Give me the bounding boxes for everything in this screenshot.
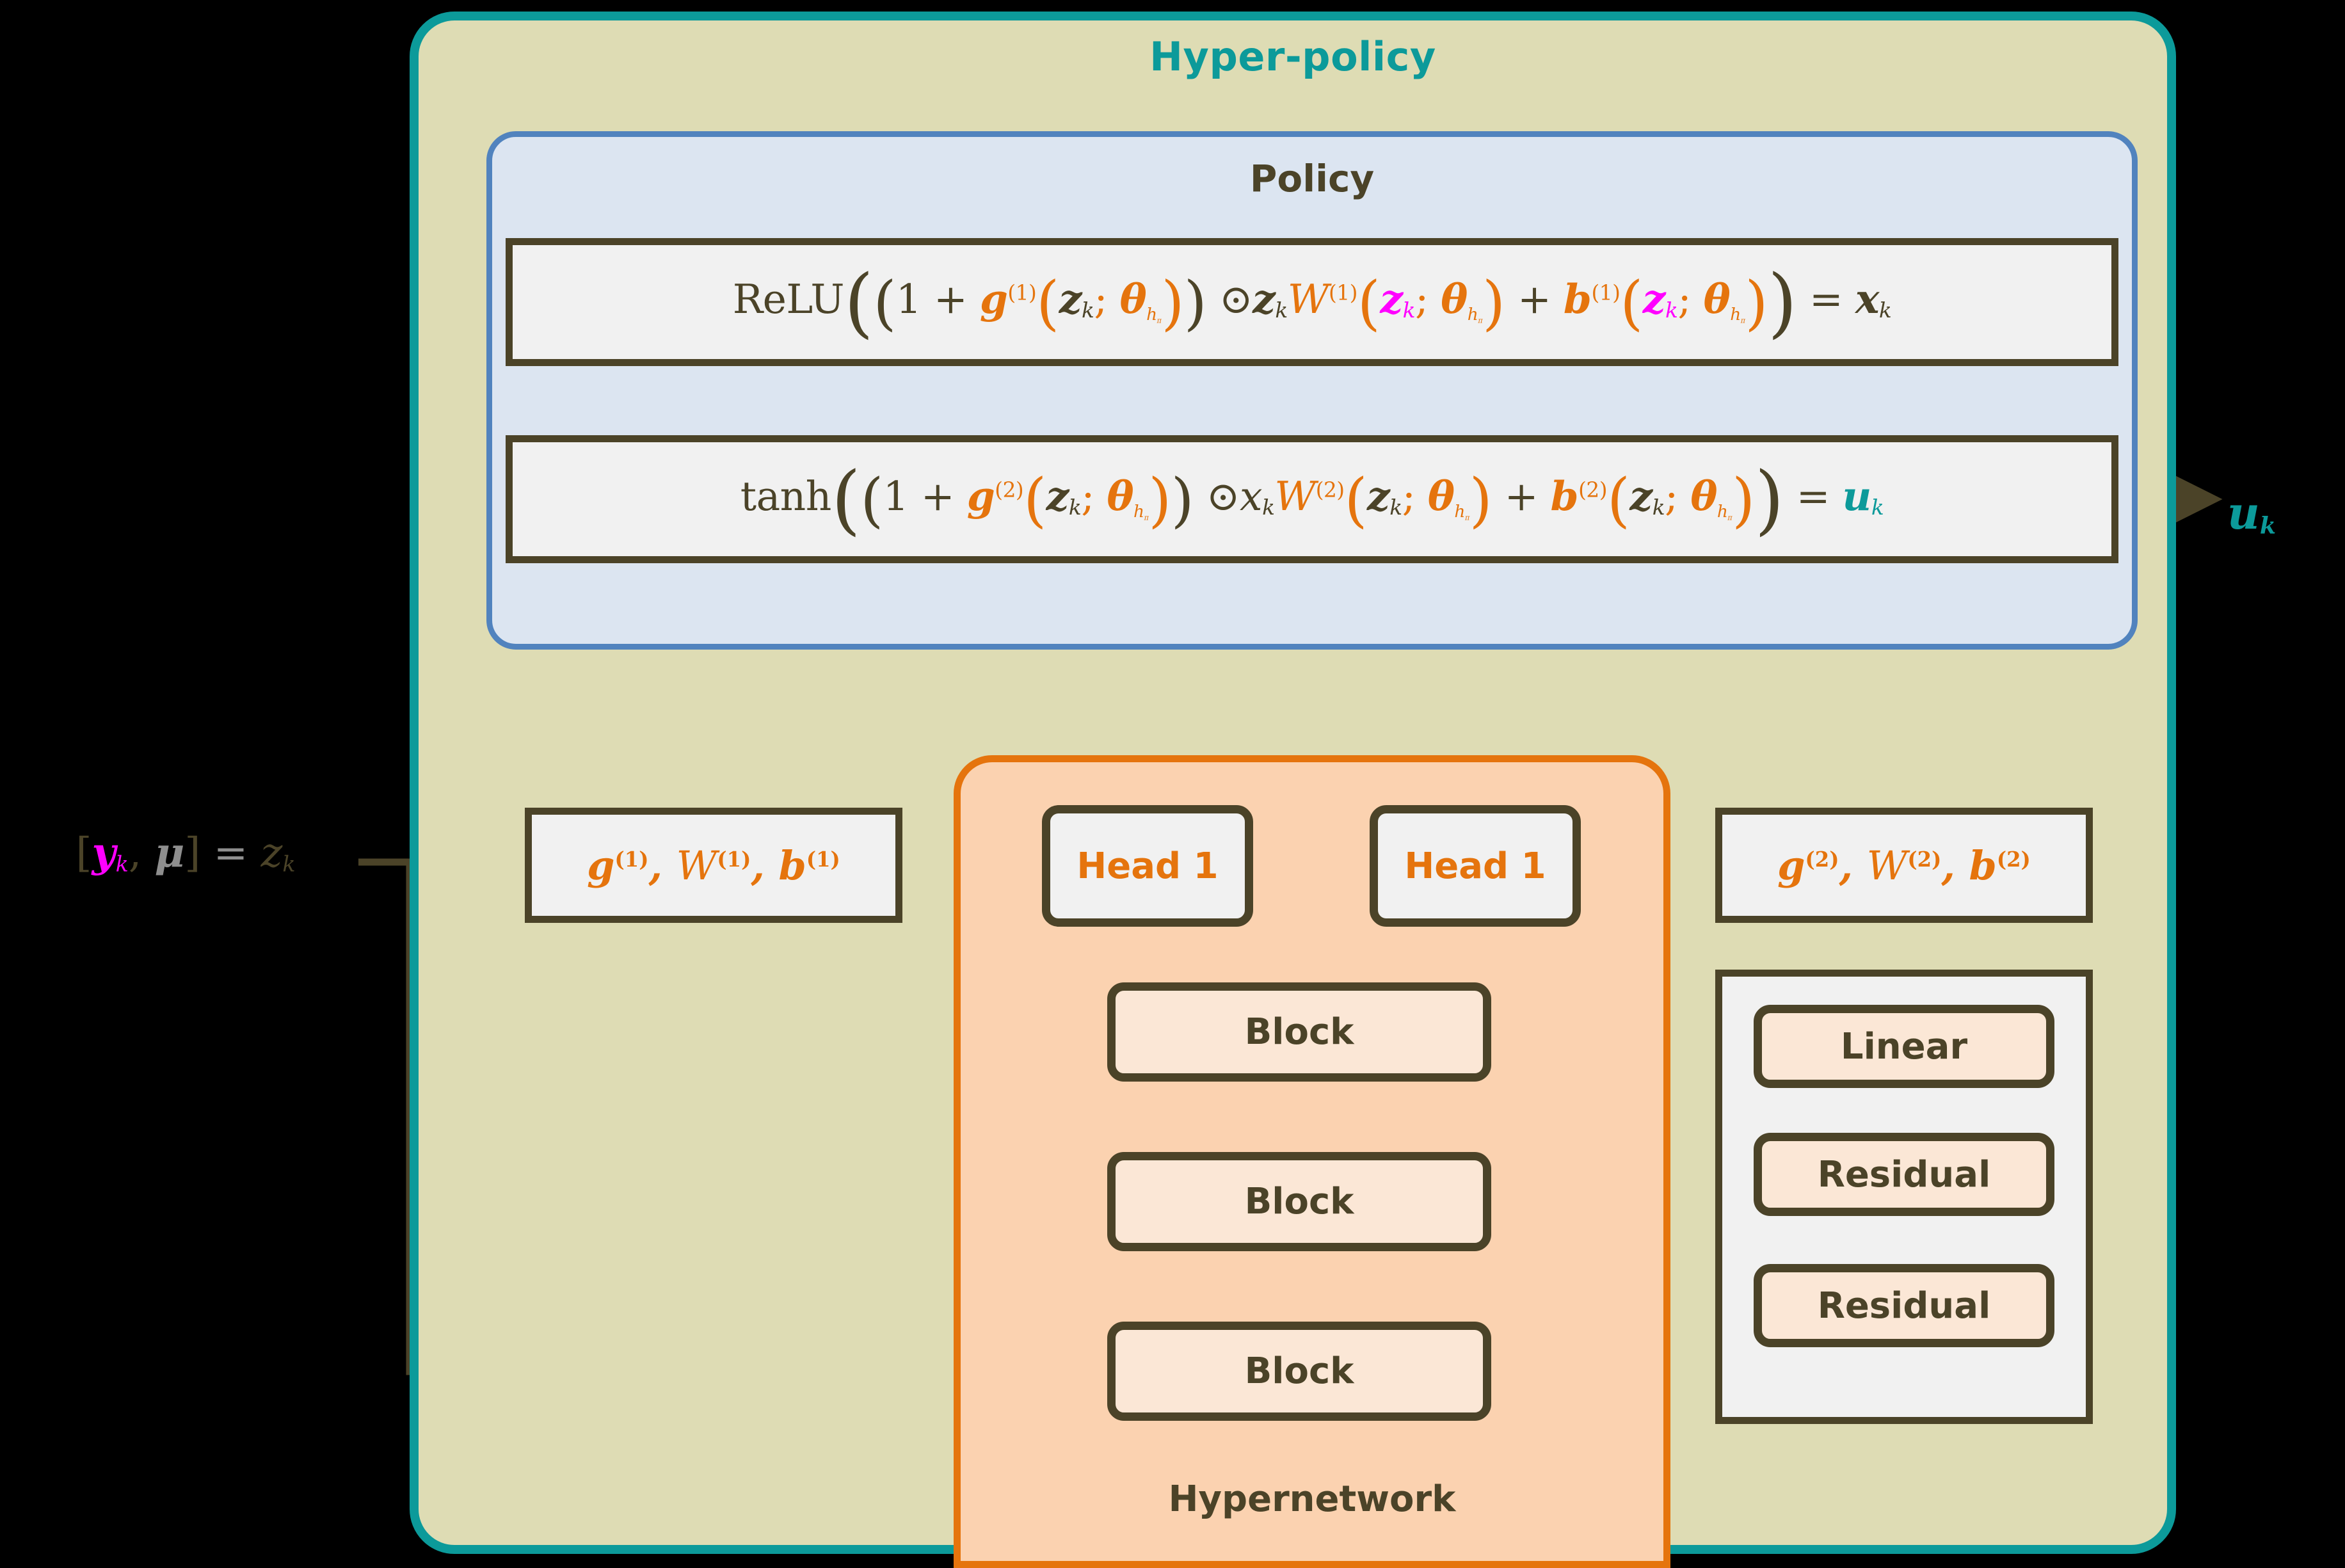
hypernetwork-block-2[interactable]: Block (1107, 1152, 1491, 1251)
hypernetwork-head-2[interactable]: Head 1 (1370, 805, 1581, 927)
policy-equation-layer-2-text: tanh((1 + g(2)(zk; θhπ)) ⊙xkW(2)(zk; θhπ… (740, 455, 1884, 543)
hypernetwork-block-3[interactable]: Block (1107, 1322, 1491, 1421)
hypernetwork-block-2-label: Block (1244, 1181, 1354, 1222)
residual-detail-residual-1-label: Residual (1817, 1153, 1991, 1196)
hypernetwork-block-1[interactable]: Block (1107, 982, 1491, 1082)
residual-detail-residual-1[interactable]: Residual (1754, 1133, 2054, 1216)
params-layer-1-label: g(1), W(1), b(1) (587, 842, 840, 889)
policy-title: Policy (1249, 157, 1375, 200)
hypernetwork-head-1[interactable]: Head 1 (1042, 805, 1253, 927)
hypernetwork-block-3-label: Block (1244, 1350, 1354, 1392)
hypernetwork-head-2-label: Head 1 (1404, 845, 1546, 887)
params-layer-1-box: g(1), W(1), b(1) (525, 808, 902, 923)
residual-detail-residual-2-label: Residual (1817, 1284, 1991, 1327)
policy-equation-layer-1-text: ReLU((1 + g(1)(zk; θhπ)) ⊙zkW(1)(zk; θhπ… (732, 258, 1892, 346)
hypernetwork-head-1-label: Head 1 (1076, 845, 1219, 887)
policy-equation-layer-1: ReLU((1 + g(1)(zk; θhπ)) ⊙zkW(1)(zk; θhπ… (506, 238, 2118, 366)
params-layer-2-label: g(2), W(2), b(2) (1777, 842, 2031, 889)
hypernetwork-block-1-label: Block (1244, 1011, 1354, 1053)
params-layer-2-box: g(2), W(2), b(2) (1715, 808, 2093, 923)
hypernetwork-title: Hypernetwork (1168, 1478, 1456, 1520)
residual-detail-linear[interactable]: Linear (1754, 1005, 2054, 1088)
output-label: uk (2227, 486, 2277, 540)
policy-panel (486, 131, 2138, 650)
hyper-policy-title: Hyper-policy (1149, 33, 1436, 80)
residual-detail-linear-label: Linear (1840, 1025, 1968, 1068)
input-label: [yk, μ] = zk (76, 829, 296, 877)
policy-equation-layer-2: tanh((1 + g(2)(zk; θhπ)) ⊙xkW(2)(zk; θhπ… (506, 435, 2118, 563)
residual-detail-residual-2[interactable]: Residual (1754, 1264, 2054, 1347)
